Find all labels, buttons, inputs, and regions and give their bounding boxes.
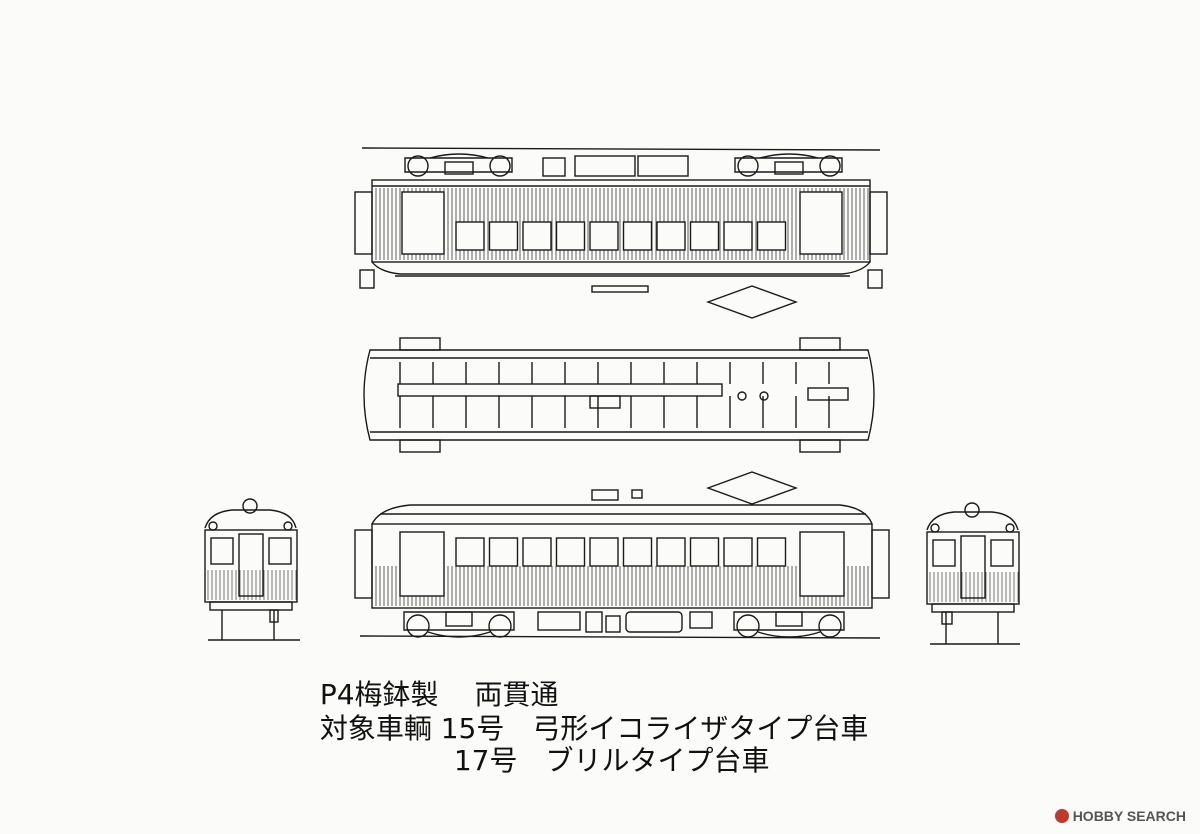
door-right-lower	[799, 531, 845, 597]
window	[488, 221, 519, 251]
window	[488, 537, 519, 567]
bogie-left-top	[404, 153, 513, 177]
window	[756, 221, 787, 251]
caption-model: P4梅鉢製	[319, 678, 439, 711]
bogie-right-bottom	[733, 611, 845, 638]
end-view-left	[204, 498, 300, 641]
window	[455, 221, 485, 251]
pantograph-top	[705, 285, 799, 319]
bogie-left-bottom	[403, 611, 515, 638]
window	[689, 537, 720, 567]
door-left	[401, 191, 445, 255]
caption-line-2: 対象車輌 15号弓形イコライザタイプ台車	[302, 684, 869, 745]
window	[622, 537, 653, 567]
bogie-right-top	[734, 153, 843, 177]
caption-line-1: P4梅鉢製 両貫通	[302, 650, 559, 710]
window	[555, 221, 586, 251]
side-view-top	[354, 147, 888, 319]
window	[656, 221, 686, 251]
side-view-bottom	[354, 471, 890, 639]
window	[522, 221, 552, 251]
window	[622, 221, 653, 251]
window	[723, 537, 753, 567]
window	[756, 537, 787, 567]
car-body-lower	[371, 523, 873, 609]
roof-plan-view	[363, 337, 875, 453]
window	[522, 537, 552, 567]
caption-target-17: 17号	[453, 744, 518, 777]
window	[689, 221, 720, 251]
caption-type: 両貫通	[474, 678, 559, 711]
hobby-search-logo-icon	[1054, 809, 1069, 823]
watermark: HOBBY SEARCH	[1054, 806, 1186, 826]
pantograph-bottom	[705, 471, 799, 505]
window	[589, 221, 619, 251]
watermark-brand: HOBBY SEARCH	[1072, 808, 1186, 824]
caption-line-3: 17号ブリルタイプ台車	[436, 716, 770, 777]
caption-target-15: 対象車輌 15号	[319, 712, 505, 745]
window	[589, 537, 619, 567]
rail-line-bottom	[359, 635, 881, 639]
door-right	[799, 191, 843, 255]
window	[555, 537, 586, 567]
window	[656, 537, 686, 567]
rail-line-top	[361, 147, 881, 151]
window	[723, 221, 753, 251]
end-view-right	[926, 502, 1020, 645]
caption-bogie-15: 弓形イコライザタイプ台車	[532, 712, 869, 745]
caption-bogie-17: ブリルタイプ台車	[545, 744, 770, 777]
door-left-lower	[399, 531, 445, 597]
car-body	[371, 179, 871, 263]
roof-walkway	[397, 383, 723, 397]
window	[455, 537, 485, 567]
